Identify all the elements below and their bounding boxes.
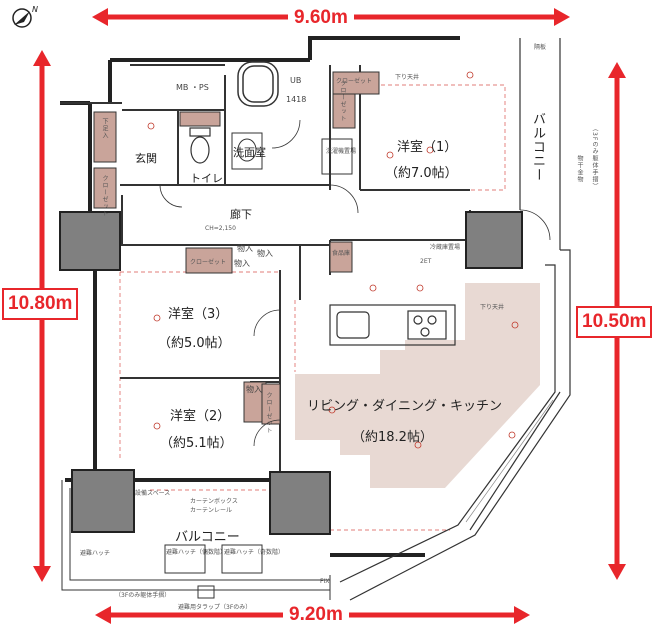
western1-size: （約7.0帖） — [385, 166, 458, 181]
kitchen-island — [329, 304, 456, 346]
hatch-left — [164, 544, 206, 574]
toilet-label: トイレ — [190, 172, 223, 185]
shoe-label: 下足入 — [101, 118, 108, 139]
ladder-block — [197, 585, 215, 599]
ladder-label: 避難ハッチ — [80, 550, 111, 557]
storage-blocks — [93, 71, 380, 425]
ch-label: CH=2,150 — [205, 225, 236, 232]
closet-w1b-label: クローゼット — [336, 78, 373, 85]
dimension-left-label: 10.80m — [2, 288, 79, 320]
mono1-label: 物入 — [237, 244, 253, 253]
closet-w1-label: クローゼット — [339, 80, 346, 122]
fix-label: FIX — [320, 578, 330, 585]
closet-w3-block — [185, 247, 233, 274]
bathtub-icon — [237, 61, 279, 107]
structural-columns — [59, 211, 523, 535]
setsubi-label: 設備スペース — [135, 490, 171, 497]
sagari-label: 下り天井 — [395, 74, 420, 81]
closet-entry-block — [93, 167, 117, 209]
fridge-label: 冷蔵庫置場 — [430, 244, 461, 251]
closet-w3-label: クローゼット — [190, 259, 227, 266]
western2-name: 洋室（2） — [170, 409, 231, 424]
dimension-bottom-label: 9.20m — [283, 604, 349, 626]
ceiling-lights — [147, 71, 519, 449]
svg-text:N: N — [32, 5, 38, 14]
hatch2-label: 避難ハッチ（奇数階） — [224, 549, 285, 556]
d20-label: 2ET — [420, 258, 432, 265]
balcony-bottom-label: バルコニー — [175, 530, 240, 545]
western3-name: 洋室（3） — [168, 307, 229, 322]
washbasin-icon — [231, 132, 263, 170]
dimension-right-label: 10.50m — [576, 306, 653, 338]
balcony-right-outline — [339, 38, 571, 601]
hallway-label: 廊下 — [230, 208, 252, 221]
hatch-right — [221, 544, 263, 574]
hatch1-label: 避難ハッチ（偶数階） — [166, 549, 227, 556]
ub-size-label: 1418 — [286, 95, 307, 104]
curtain-rail-label: カーテンレール — [190, 507, 233, 514]
curtain-label: カーテンボックス — [190, 498, 238, 505]
mono2-label: 物入 — [257, 249, 273, 258]
fix-window-marks — [465, 399, 554, 523]
mb-ps-label: MB ・PS — [176, 83, 209, 92]
laundry-label: 洗濯機置場 — [326, 148, 357, 155]
balcony-bottom-outline — [61, 480, 331, 600]
washroom-label: 洗面室 — [233, 146, 266, 159]
ldk-size: （約18.2帖） — [352, 430, 433, 445]
western2-size: （約5.1帖） — [160, 436, 233, 451]
mono3-label: 物入 — [246, 385, 262, 394]
pantry-block — [329, 241, 353, 273]
closet-entry-label: クローゼット — [101, 175, 108, 217]
entrance-label: 玄関 — [135, 152, 157, 165]
doors — [159, 119, 551, 447]
shoe-storage — [93, 111, 117, 163]
north-compass-icon: N — [12, 5, 38, 28]
laundry-space — [321, 138, 353, 175]
ub-label: UB — [290, 76, 302, 85]
column-ne — [465, 211, 523, 269]
ldk-name: リビング・ダイニング・キッチン — [307, 399, 503, 414]
closet-w2-label: クローゼット — [265, 392, 272, 434]
tesuri-bottom-label: （3Fのみ躯体手摺） — [115, 592, 171, 599]
top-shelf — [179, 111, 221, 127]
tarap-label: 避難用タラップ（3Fのみ） — [178, 604, 252, 611]
column-nw — [59, 211, 121, 271]
column-s — [269, 471, 331, 535]
mono4-label: 物入 — [234, 259, 250, 268]
column-sw — [71, 469, 135, 533]
western1-name: 洋室（1） — [397, 140, 458, 155]
western3-size: （約5.0帖） — [158, 336, 231, 351]
ldk-shaded-area — [295, 283, 540, 488]
sagari2-label: 下り天井 — [480, 304, 505, 311]
dimension-top-label: 9.60m — [288, 7, 354, 29]
kakube-label: 隔板 — [534, 44, 547, 51]
tesuri-right-label: （3Fのみ躯体手摺） — [591, 125, 598, 191]
closet-w1b-block — [332, 71, 380, 95]
closet-w2-block — [261, 383, 281, 425]
balcony-right-label: バルコニー — [530, 112, 545, 182]
toilet-icon — [189, 127, 211, 164]
monohoshi-label: 物干金物 — [576, 155, 583, 183]
pantry-label: 食品庫 — [332, 250, 351, 257]
